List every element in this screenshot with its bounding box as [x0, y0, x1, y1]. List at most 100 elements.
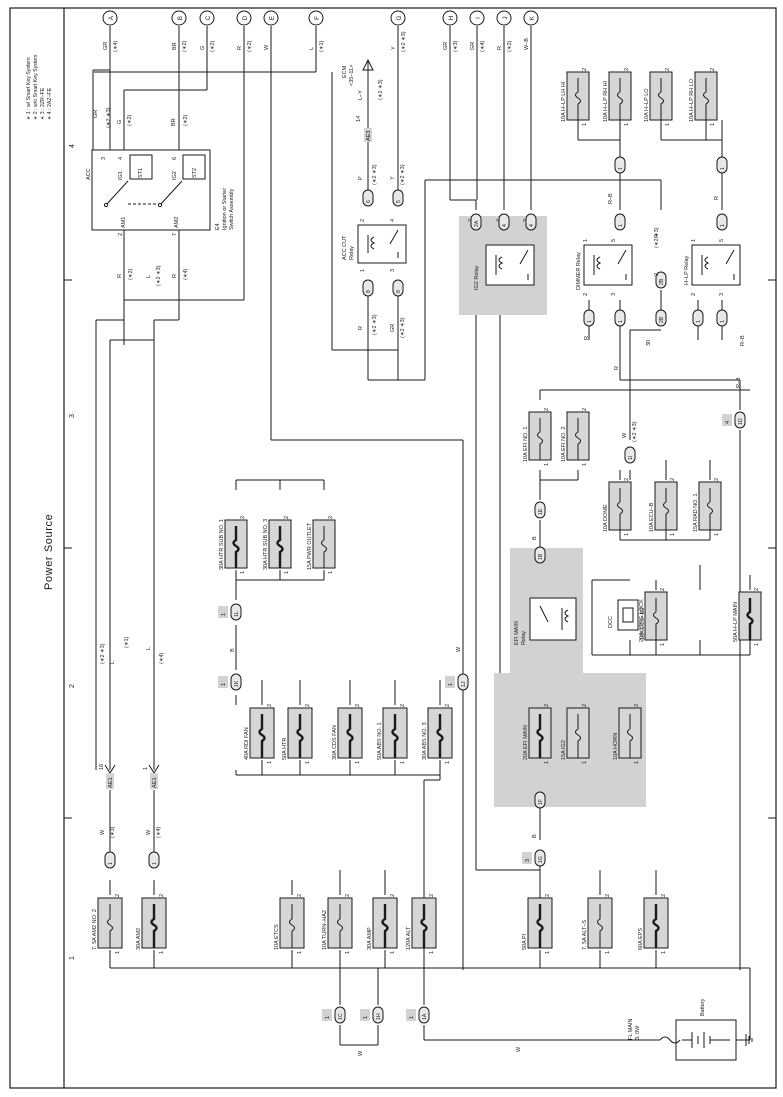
svg-text:2: 2 [710, 68, 716, 71]
svg-text:AE1: AE1 [152, 777, 158, 788]
svg-text:2: 2 [714, 478, 720, 481]
svg-text:4: 4 [529, 224, 535, 227]
inline-connector: 1 [104, 851, 116, 869]
wire-label: (∗2 ∗3) [400, 317, 406, 338]
svg-text:1: 1 [143, 767, 149, 770]
wire-label: L [309, 47, 315, 50]
svg-text:2: 2 [355, 704, 361, 707]
inline-connector: 1 [692, 309, 704, 327]
fuse-label: 30A ABS NO. 3 [422, 722, 428, 760]
wire-label: (∗4) [156, 827, 162, 838]
svg-text:6: 6 [366, 200, 372, 203]
fuse-label: 10A DOME [603, 504, 609, 532]
wire-label: Y [391, 46, 397, 50]
wire-label: W [100, 829, 106, 835]
fuse-label: 15A PWR OUTLET [307, 522, 313, 570]
top-connector-c: CG(∗2) [199, 10, 216, 52]
svg-text:4: 4 [502, 224, 508, 227]
wires [92, 26, 751, 1046]
svg-text:1: 1 [710, 123, 716, 126]
wire-note: (∗4) [480, 41, 486, 52]
grid-mark-1: 1 [69, 956, 76, 960]
svg-text:1: 1 [583, 239, 589, 242]
wire-label: R [358, 326, 364, 330]
svg-text:2: 2 [545, 894, 551, 897]
svg-text:1: 1 [297, 951, 303, 954]
svg-text:1: 1 [390, 951, 396, 954]
svg-text:3: 3 [101, 157, 107, 160]
svg-text:1: 1 [448, 683, 454, 686]
svg-text:2: 2 [624, 68, 630, 71]
svg-text:2: 2 [328, 516, 334, 519]
svg-text:1: 1 [660, 643, 666, 646]
svg-text:1: 1 [409, 1016, 415, 1019]
fuse-label: 50A ABS NO. 1 [377, 722, 383, 760]
wire-label: (∗2 ∗3) [372, 314, 378, 335]
wire-label: 30 [646, 340, 652, 346]
svg-text:7: 7 [172, 233, 178, 236]
inline-connector: 2B [655, 271, 667, 289]
svg-text:3. 0W: 3. 0W [635, 1025, 641, 1040]
wire-label: B [532, 834, 538, 838]
fuse-label: 120A ALT [406, 926, 412, 950]
svg-text:3: 3 [525, 859, 531, 862]
fuse-bottom-0: 7. 5A AM2 NO. 221 [92, 894, 123, 954]
wire-label: G [117, 120, 123, 124]
grid-mark-2: 2 [69, 684, 76, 688]
svg-text:3: 3 [719, 293, 725, 296]
inline-connector: 2A [470, 213, 482, 231]
svg-text:AE1: AE1 [108, 777, 114, 788]
fuse-label: 30A HTR SUB NO. 3 [263, 519, 269, 570]
wire-label: (∗2) [183, 115, 189, 126]
svg-text:E: E [269, 16, 276, 20]
svg-text:K: K [529, 15, 536, 20]
wire-label: G [200, 46, 206, 50]
wire-label: GR [390, 324, 396, 332]
svg-text:E4: E4 [215, 223, 221, 230]
wire-label: GR [443, 42, 449, 50]
wire-label: (∗2 ∗3) [106, 107, 112, 128]
wire-label: R [714, 196, 720, 200]
svg-text:C: C [205, 15, 212, 20]
svg-text:∗ 1 : w/ Smart Key System: ∗ 1 : w/ Smart Key System [26, 57, 32, 120]
wire-label: W–B [524, 38, 530, 50]
dcc: DCC [608, 599, 639, 631]
svg-text:2: 2 [445, 704, 451, 707]
svg-text:EFI MAIN: EFI MAIN [514, 621, 520, 645]
svg-text:2: 2 [267, 704, 273, 707]
top-connector-k: K W–B [523, 10, 539, 50]
top-connector-e: EW [263, 10, 279, 50]
svg-text:4: 4 [390, 219, 396, 222]
svg-text:1: 1 [240, 571, 246, 574]
svg-text:1: 1 [624, 123, 630, 126]
svg-text:1A: 1A [422, 1013, 428, 1020]
svg-text:G: G [396, 15, 403, 20]
battery: Battery FL MAIN 3. 0W [628, 998, 753, 1061]
wire-label: L [146, 647, 152, 650]
top-connector-f: FL(∗1) [308, 10, 325, 52]
svg-text:1: 1 [429, 951, 435, 954]
wire-label: R [614, 366, 620, 370]
wire-note: (∗2) [247, 41, 253, 52]
svg-text:2: 2 [691, 293, 697, 296]
fuse-label: 30A CDS FAN [332, 725, 338, 760]
svg-text:14: 14 [356, 116, 362, 122]
svg-text:1F: 1F [538, 799, 544, 805]
wire-label: R–B [608, 193, 614, 204]
inline-connector: 1K1 [218, 673, 242, 691]
wire-label: BR [171, 118, 177, 126]
svg-text:AM2: AM2 [174, 217, 180, 228]
hlp-relay: H–LP Relay 1 5 2 3 [684, 239, 741, 296]
inline-connector: 5 [392, 189, 404, 207]
inline-connector: 1A 1 [406, 1006, 430, 1024]
wire-label: GR [93, 110, 99, 118]
svg-text:ST1: ST1 [138, 168, 144, 178]
fuse-bottom-7: 7. 5A ALT–S21 [582, 894, 613, 954]
svg-text:2: 2 [665, 68, 671, 71]
ecm-output: ECM <35–11> L–Y (∗2 ∗3) AE3 14 [342, 58, 384, 142]
